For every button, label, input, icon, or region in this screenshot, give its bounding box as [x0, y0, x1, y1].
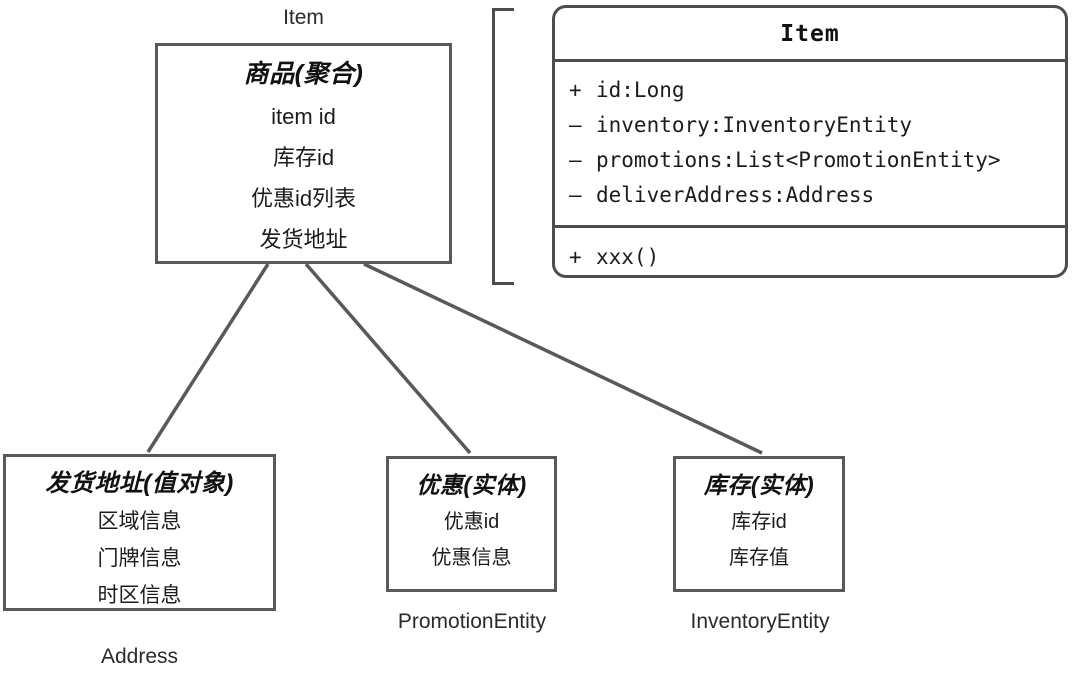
address-field-region: 区域信息 [97, 510, 182, 533]
scope-bracket-icon [492, 8, 514, 285]
inventory-title: 库存(实体) [703, 472, 815, 498]
aggregate-field-promotion-id-list: 优惠id列表 [250, 186, 357, 211]
aggregate-caption-label: Item [283, 6, 324, 29]
inventory-caption-label: InventoryEntity [690, 610, 830, 633]
uml-class-box: Item + id:Long – inventory:InventoryEnti… [552, 5, 1068, 278]
attribute-signature: inventory:InventoryEntity [596, 113, 913, 137]
visibility-marker: – [569, 148, 582, 172]
uml-attribute-row: – promotions:List<PromotionEntity> [569, 143, 1065, 178]
aggregate-title: 商品(聚合) [243, 60, 364, 88]
aggregate-field-inventory-id: 库存id [272, 145, 335, 170]
connector-aggregate-to-inventory [363, 262, 763, 455]
visibility-marker: – [569, 113, 582, 137]
address-title: 发货地址(值对象) [45, 470, 234, 497]
uml-attribute-row: + id:Long [569, 73, 1065, 108]
inventory-field-value: 库存值 [729, 547, 789, 569]
operation-signature: xxx() [596, 245, 660, 269]
aggregate-field-deliver-address: 发货地址 [259, 227, 348, 252]
attribute-signature: deliverAddress:Address [596, 183, 875, 207]
visibility-marker: + [569, 78, 582, 102]
aggregate-root-box: 商品(聚合) item id 库存id 优惠id列表 发货地址 [155, 43, 452, 264]
connector-aggregate-to-address [146, 263, 270, 453]
address-field-house-number: 门牌信息 [97, 547, 182, 570]
uml-class-name: Item [555, 8, 1065, 62]
value-object-box-address: 发货地址(值对象) 区域信息 门牌信息 时区信息 [3, 454, 276, 611]
inventory-field-id: 库存id [731, 511, 787, 533]
visibility-marker: + [569, 245, 582, 269]
visibility-marker: – [569, 183, 582, 207]
promotion-title: 优惠(实体) [416, 472, 527, 498]
address-caption-label: Address [100, 645, 179, 668]
uml-attribute-row: – deliverAddress:Address [569, 178, 1065, 213]
aggregate-field-item-id: item id [271, 104, 336, 129]
address-field-timezone: 时区信息 [97, 584, 182, 607]
attribute-signature: id:Long [596, 78, 685, 102]
promotion-field-id: 优惠id [443, 511, 500, 533]
entity-box-inventory: 库存(实体) 库存id 库存值 [673, 456, 845, 592]
uml-attribute-row: – inventory:InventoryEntity [569, 108, 1065, 143]
uml-attributes-section: + id:Long – inventory:InventoryEntity – … [555, 62, 1065, 228]
promotion-field-info: 优惠信息 [431, 547, 512, 569]
entity-box-promotion: 优惠(实体) 优惠id 优惠信息 [386, 456, 557, 592]
attribute-signature: promotions:List<PromotionEntity> [596, 148, 1001, 172]
connector-aggregate-to-promotion [304, 262, 472, 455]
uml-operation-row: + xxx() [569, 240, 1065, 275]
uml-operations-section: + xxx() [555, 228, 1065, 275]
promotion-caption-label: PromotionEntity [397, 610, 547, 633]
